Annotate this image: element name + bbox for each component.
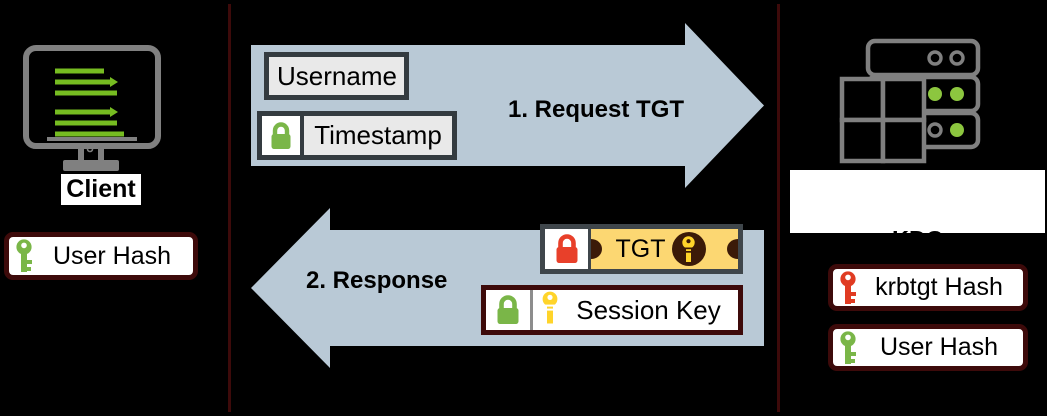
timestamp-box[interactable]: Timestamp (257, 111, 457, 160)
client-user-hash-label: User Hash (52, 241, 172, 270)
divider-right (777, 4, 780, 412)
key-yellow-badge-icon (671, 232, 706, 266)
ticket-notch-left (591, 239, 602, 259)
key-green-icon (833, 330, 863, 365)
tgt-ticket[interactable]: TGT (540, 224, 743, 274)
username-label: Username (277, 60, 397, 91)
session-key-label: Session Key (576, 294, 721, 325)
client-label: Client (61, 174, 141, 205)
kdc-label-line1: KDC (892, 225, 943, 252)
kdc-user-hash-chip[interactable]: User Hash (828, 324, 1028, 371)
lock-green-icon (262, 116, 304, 155)
kdc-label: KDC (Domain Controller) (790, 170, 1045, 334)
tgt-label: TGT (615, 234, 666, 263)
lock-green-icon (486, 290, 533, 330)
server-rack-icon (839, 38, 1005, 170)
kdc-krbtgt-hash-label: krbtgt Hash (875, 273, 1003, 301)
ticket-notch-right (727, 239, 738, 259)
kdc-krbtgt-hash-chip[interactable]: krbtgt Hash (828, 264, 1028, 311)
monitor-icon (22, 44, 182, 171)
timestamp-label: Timestamp (314, 120, 442, 150)
request-arrow (251, 23, 764, 188)
request-arrow-caption: 1. Request TGT (508, 96, 685, 123)
kdc-user-hash-label: User Hash (879, 333, 999, 361)
username-box[interactable]: Username (264, 52, 409, 100)
lock-red-icon (545, 229, 591, 269)
session-key-box[interactable]: Session Key (481, 285, 743, 335)
divider-left (228, 4, 231, 412)
key-red-icon (833, 270, 863, 305)
key-yellow-icon (539, 291, 561, 330)
key-green-icon (9, 239, 39, 273)
tgt-ticket-body: TGT (591, 229, 738, 269)
client-user-hash-chip[interactable]: User Hash (4, 232, 198, 280)
session-key-content: Session Key (533, 290, 738, 330)
response-arrow-caption: 2. Response (306, 267, 448, 294)
